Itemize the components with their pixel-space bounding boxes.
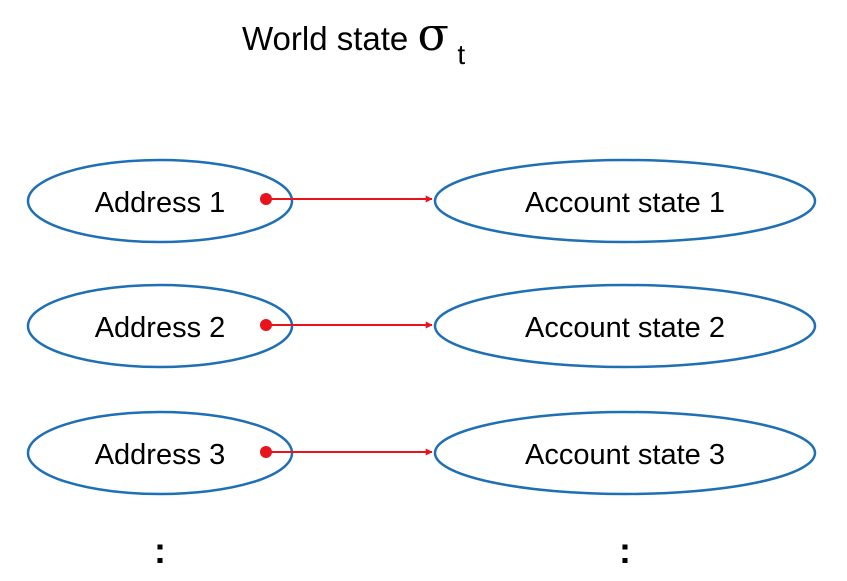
mapping-row: Address 3 Account state 3 (26, 410, 817, 496)
address-node (26, 158, 294, 244)
sigma-symbol: σ (417, 7, 448, 61)
address-label: Address 3 (95, 439, 226, 471)
pointer-dot (260, 319, 272, 331)
address-label: Address 2 (95, 312, 226, 344)
continuation-mark-left: : (154, 530, 166, 571)
continuation-mark-right: : (619, 530, 631, 571)
account-state-node (433, 158, 817, 244)
account-state-label: Account state 1 (525, 187, 725, 219)
account-state-node (433, 410, 817, 496)
account-state-label: Account state 2 (525, 312, 725, 344)
account-state-label: Account state 3 (525, 439, 725, 471)
mapping-row: Address 2 Account state 2 (26, 283, 817, 369)
title-subscript: t (457, 39, 465, 70)
title-text: World state (242, 20, 417, 57)
account-state-node (433, 283, 817, 369)
address-label: Address 1 (95, 187, 226, 219)
pointer-dot (260, 193, 272, 205)
mapping-row: Address 1 Account state 1 (26, 158, 817, 244)
pointer-dot (260, 446, 272, 458)
svg-text:World state σ t: World state σ t (242, 7, 465, 70)
diagram-title: World state σ t (242, 7, 465, 70)
